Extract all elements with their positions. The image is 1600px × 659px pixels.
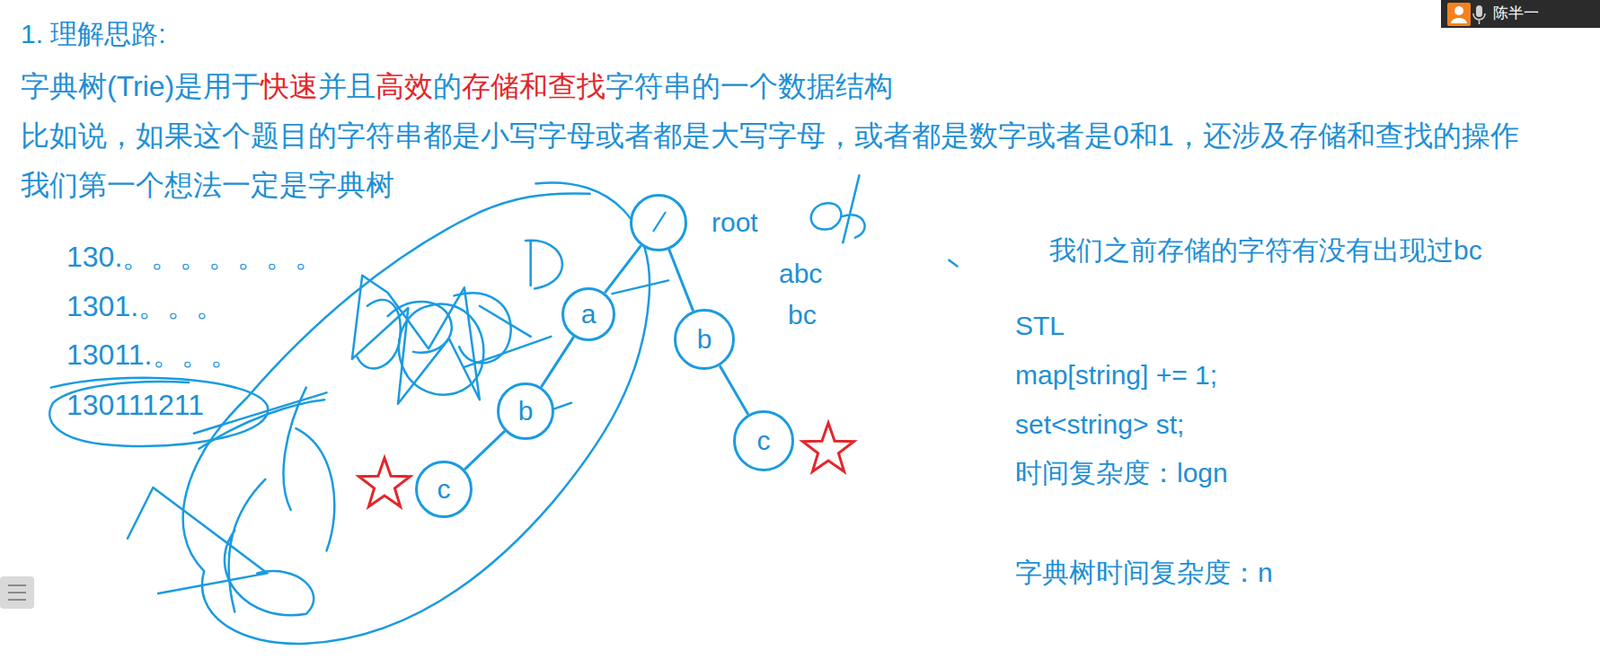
trie-node: b bbox=[673, 309, 735, 371]
ok-scribble bbox=[811, 175, 866, 243]
user-badge bbox=[1440, 0, 1600, 28]
end-star bbox=[802, 423, 854, 472]
node-outline bbox=[498, 384, 554, 440]
slash-mark bbox=[653, 212, 666, 232]
menu-button bbox=[0, 576, 35, 610]
number-string: 13011.。。。 bbox=[66, 337, 239, 372]
highlight-text: 快速 bbox=[260, 69, 319, 104]
trie-node: c bbox=[733, 410, 795, 472]
trie-node: c bbox=[415, 460, 473, 519]
scribble-strokes bbox=[357, 300, 552, 369]
explanation-text: 比如说，如果这个题目的字符串都是小写字母或者都是大写字母，或者都是数字或者是0和… bbox=[20, 118, 1520, 153]
trie-edge bbox=[719, 365, 749, 415]
stored-string: abc bbox=[778, 257, 823, 291]
number-string: 130111211 bbox=[66, 388, 204, 423]
end-star bbox=[358, 458, 410, 507]
highlight-text: 存储和查找 bbox=[461, 69, 606, 104]
letter-d-scribble bbox=[525, 240, 563, 290]
scribbles bbox=[49, 175, 957, 645]
node-outline bbox=[416, 462, 472, 518]
node-outline bbox=[563, 289, 615, 341]
code-text: map[string] += 1; bbox=[1015, 359, 1218, 392]
intro-text: 字符串的一个数据结构 bbox=[605, 69, 893, 104]
mic-icon bbox=[1476, 5, 1483, 18]
badge-bar bbox=[1440, 0, 1600, 28]
avatar-head bbox=[1454, 6, 1464, 16]
trie-edge bbox=[604, 245, 641, 293]
node-outline bbox=[631, 195, 687, 251]
node-letter: c bbox=[437, 473, 451, 506]
highlight-text: 高效 bbox=[375, 69, 434, 104]
node-circle bbox=[629, 194, 688, 252]
intro-text: 字典树(Trie)是用于 bbox=[20, 69, 261, 104]
node-letter: a bbox=[581, 298, 597, 331]
tick-mark bbox=[948, 260, 957, 267]
avatar-icon bbox=[1447, 2, 1471, 27]
complexity-text: 时间复杂度：logn bbox=[1015, 457, 1229, 490]
node-letter: b bbox=[697, 323, 713, 356]
node-outline bbox=[734, 412, 794, 471]
intro-text: 并且 bbox=[318, 69, 376, 104]
trie-node: root bbox=[629, 194, 688, 252]
node-letter: c bbox=[757, 424, 771, 458]
scribble-lower bbox=[127, 388, 335, 617]
trie-edge bbox=[464, 431, 505, 470]
user-name: 陈半一 bbox=[1493, 4, 1539, 23]
scribble-loops bbox=[388, 292, 512, 395]
complexity-text: 字典树时间复杂度：n bbox=[1015, 556, 1273, 590]
edge-group bbox=[464, 245, 749, 469]
number-loop bbox=[49, 378, 268, 447]
question-text: 我们之前存储的字符有没有出现过bc bbox=[1049, 234, 1483, 267]
explanation-text: 我们第一个想法一定是字典树 bbox=[20, 167, 395, 203]
number-string: 130.。。。。。。。 bbox=[66, 239, 324, 275]
trie-edge bbox=[669, 249, 694, 312]
mic-stand bbox=[1473, 13, 1486, 25]
number-string: 1301.。。。 bbox=[66, 289, 225, 324]
trie-node: b bbox=[496, 382, 555, 441]
avatar-body bbox=[1450, 17, 1468, 24]
stored-string: bc bbox=[787, 299, 817, 332]
section-heading: 1. 理解思路: bbox=[20, 17, 167, 51]
note-text: STL bbox=[1015, 309, 1065, 343]
node-outline bbox=[675, 310, 734, 370]
menu-lines bbox=[8, 585, 27, 601]
trie-node: a bbox=[561, 287, 616, 342]
scribble-lines bbox=[194, 392, 328, 449]
trie-edge bbox=[540, 336, 574, 388]
node-label: root bbox=[711, 206, 759, 239]
code-text: set<string> st; bbox=[1015, 408, 1185, 442]
menu-icon bbox=[0, 576, 35, 610]
intro-text: 的 bbox=[433, 69, 462, 104]
node-letter: b bbox=[518, 395, 534, 428]
